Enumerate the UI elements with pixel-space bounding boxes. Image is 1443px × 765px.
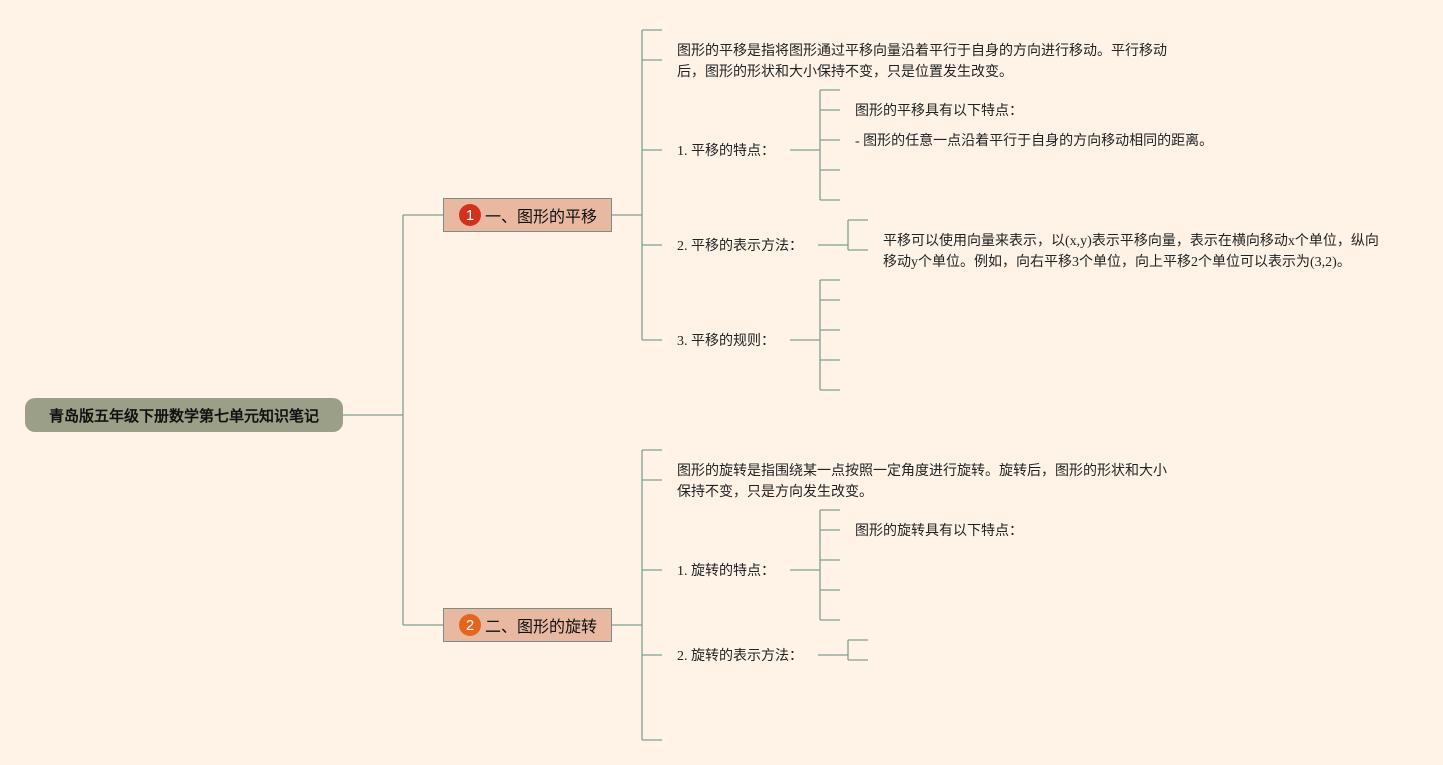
subtopic-label[interactable]: 3. 平移的规则：: [677, 334, 775, 349]
topic-rotation[interactable]: 2 二、图形的旋转: [443, 608, 612, 642]
leaf-text: 图形的旋转具有以下特点：: [855, 524, 1023, 539]
number-badge-icon: 1: [459, 204, 481, 226]
intro-line: 图形的平移是指将图形通过平移向量沿着平行于自身的方向进行移动。平行移动: [677, 44, 1167, 59]
leaf-text: - 图形的任意一点沿着平行于自身的方向移动相同的距离。: [855, 134, 1214, 149]
leaf-text: 图形的平移具有以下特点：: [855, 104, 1023, 119]
topic-title: 二、图形的旋转: [485, 617, 598, 636]
subtopic-label[interactable]: 1. 平移的特点：: [677, 144, 775, 159]
topic-title: 一、图形的平移: [485, 207, 598, 226]
topic-translation[interactable]: 1 一、图形的平移: [443, 198, 612, 232]
subtopic-label[interactable]: 2. 平移的表示方法：: [677, 239, 803, 254]
root-topic-label: 青岛版五年级下册数学第七单元知识笔记: [48, 406, 319, 425]
root-topic[interactable]: 青岛版五年级下册数学第七单元知识笔记: [25, 398, 343, 432]
intro-line: 后，图形的形状和大小保持不变，只是位置发生改变。: [677, 65, 1013, 80]
subtopic-label[interactable]: 1. 旋转的特点：: [677, 564, 775, 579]
leaf-text: 移动y个单位。例如，向右平移3个单位，向上平移2个单位可以表示为(3,2)。: [883, 255, 1351, 270]
intro-line: 图形的旋转是指围绕某一点按照一定角度进行旋转。旋转后，图形的形状和大小: [677, 464, 1167, 479]
intro-line: 保持不变，只是方向发生改变。: [677, 485, 873, 500]
leaf-text: 平移可以使用向量来表示，以(x,y)表示平移向量，表示在横向移动x个单位，纵向: [883, 234, 1379, 249]
subtopic-label[interactable]: 2. 旋转的表示方法：: [677, 649, 803, 664]
number-badge-icon: 2: [459, 614, 481, 636]
